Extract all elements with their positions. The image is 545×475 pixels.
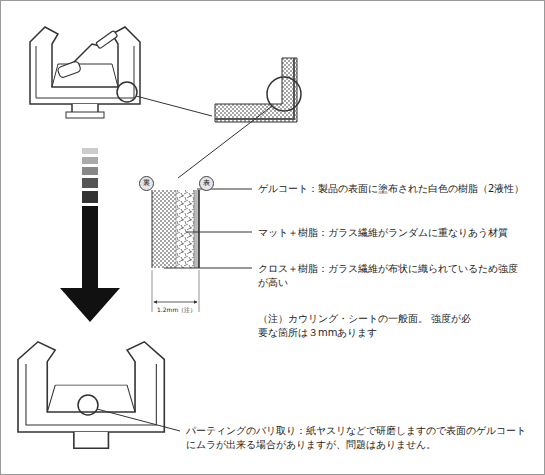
laminate-detail xyxy=(215,58,297,122)
leader-line xyxy=(164,268,252,269)
zoom-circle xyxy=(267,77,301,111)
layer-callout: ゲルコート：製品の表面に塗布された白色の樹脂（2液性） xyxy=(258,182,540,196)
cowling-part-bottom xyxy=(18,342,164,448)
process-callout: パーティングのバリ取り：紙ヤスリなどで研磨しますので表面のゲルコートにムラが出来… xyxy=(186,424,532,451)
cloth-layer xyxy=(152,190,176,268)
mat-layer xyxy=(176,190,194,268)
zoom-line xyxy=(136,96,212,116)
side-marker: 裏 xyxy=(139,176,154,191)
process-arrow xyxy=(60,148,120,322)
dimension-line xyxy=(152,270,153,312)
side-label: 裏 xyxy=(143,180,150,187)
layer-callout: マット＋樹脂：ガラス繊維がランダムに重なりあう材質 xyxy=(258,226,540,240)
roller xyxy=(57,30,118,78)
layer-callout: クロス＋樹脂：ガラス繊維が布状に織られているため強度が高い xyxy=(258,262,520,289)
dimension-line xyxy=(199,270,200,312)
side-label: 表 xyxy=(203,180,210,187)
dimension-arrow xyxy=(154,302,197,303)
dimension-label: 1.2mm（注） xyxy=(157,306,196,314)
gelcoat-layer xyxy=(194,190,199,268)
zoom-circle xyxy=(117,82,137,102)
zoom-line xyxy=(178,106,272,178)
leader-line xyxy=(186,232,252,233)
note: （注）カウリング・シートの一般面。 強度が必要な箇所は３mmあります xyxy=(258,312,473,339)
cowling-part-top xyxy=(30,27,140,118)
leader-line xyxy=(97,409,180,431)
zoom-circle xyxy=(78,395,98,415)
side-marker: 表 xyxy=(199,176,214,191)
